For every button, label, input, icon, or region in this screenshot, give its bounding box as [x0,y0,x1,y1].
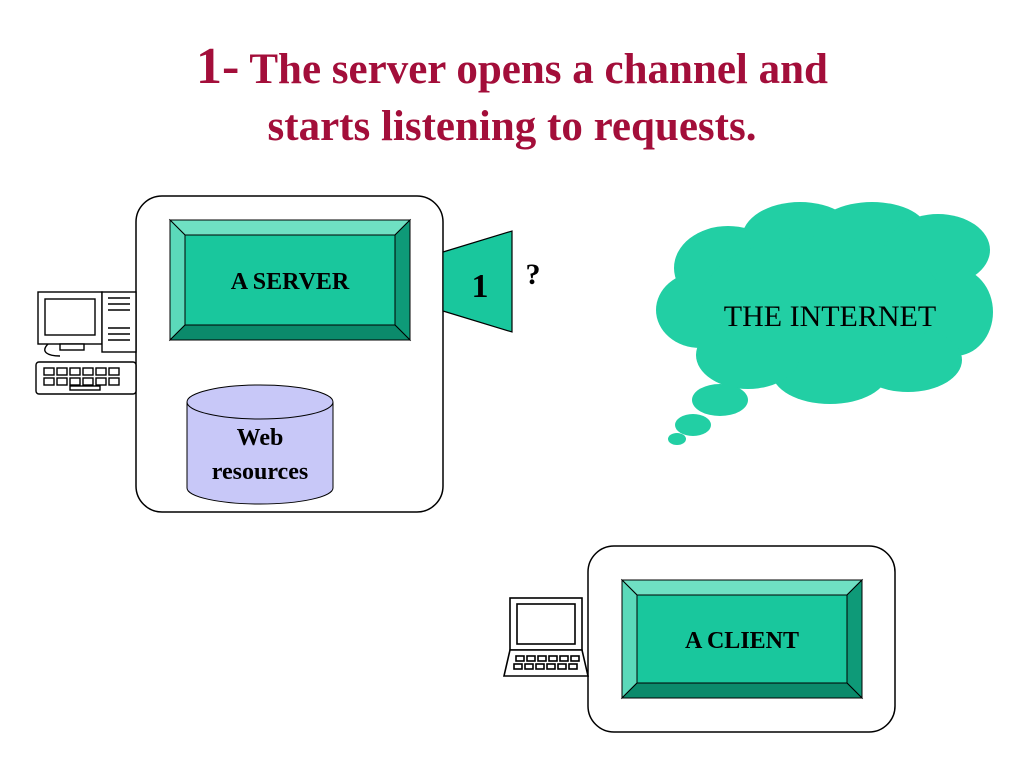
web-resources-database: Web resources [186,384,334,505]
laptop-computer-icon [502,597,590,677]
desktop-computer-icon [35,291,137,395]
client-box-bevel-top [620,579,864,596]
server-label: A SERVER [231,269,350,295]
database-top [186,384,334,420]
title-line-2: starts listening to requests. [267,103,757,150]
server-box-bevel-bottom [168,324,412,341]
server-box-bevel-top [168,219,412,236]
question-mark: ? [526,258,541,291]
client-box: A CLIENT [620,578,864,700]
server-box-bevel-right [394,218,411,342]
internet-cloud: THE INTERNET [656,202,993,445]
server-box: A SERVER [168,218,412,342]
title-line-1: 1- The server opens a channel and [0,38,1024,98]
cloud-bubble-medium [675,414,711,436]
client-box-face [636,594,848,684]
client-box-bevel-left [621,578,638,700]
server-box-face [184,234,396,326]
title-number: 1- [196,38,240,95]
client-box-bevel-bottom [620,682,864,699]
client-box-bevel-right [846,578,863,700]
title-line-1-text: The server opens a channel and [249,46,828,93]
database-label-line-1: Web [237,425,284,451]
channel-number: 1 [472,268,489,305]
database-body [186,402,334,505]
channel-funnel: 1 [442,230,513,333]
client-label: A CLIENT [685,628,799,654]
cloud-bubble-small [668,433,686,445]
internet-label: THE INTERNET [724,300,936,333]
channel-shape [442,230,513,333]
slide-title: 1- The server opens a channel and starts… [0,38,1024,155]
cloud-bubble-large [692,384,748,416]
database-label-line-2: resources [212,459,308,485]
server-box-bevel-left [169,218,186,342]
